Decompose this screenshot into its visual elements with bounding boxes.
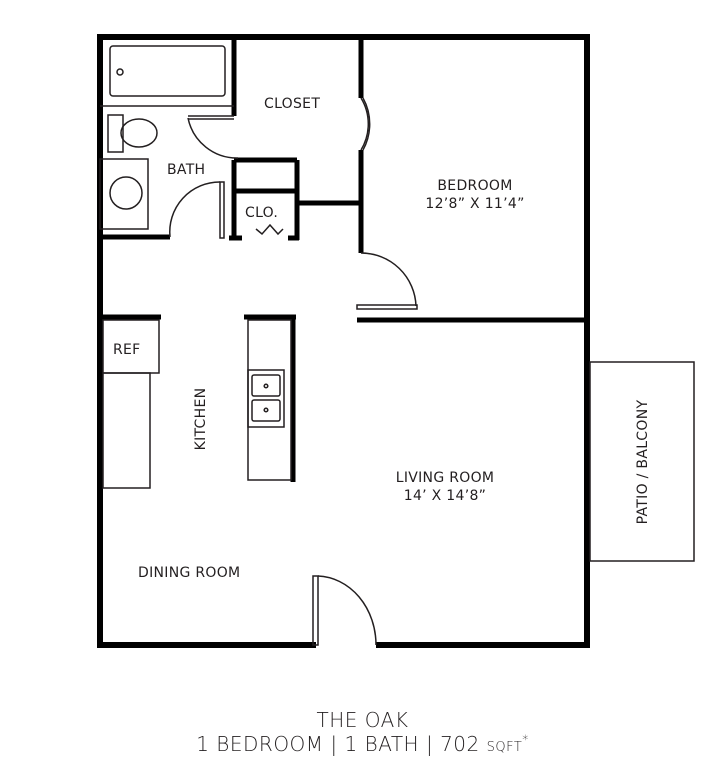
bedroom-label: BEDROOM xyxy=(437,178,513,194)
kitchen-sink xyxy=(247,369,285,428)
interior-walls xyxy=(100,37,590,482)
separator: | xyxy=(330,732,338,756)
floor-plan-drawing xyxy=(97,34,695,648)
bath-label: BATH xyxy=(167,162,206,178)
square-footage: 702 xyxy=(440,732,480,756)
kitchen-label: KITCHEN xyxy=(193,387,209,451)
bedroom-label-group: BEDROOM 12’8” X 11’4” xyxy=(405,177,545,213)
living-room-dimensions: 14’ X 14’8” xyxy=(403,488,487,504)
dining-room-label: DINING ROOM xyxy=(138,565,241,581)
ref-label: REF xyxy=(113,342,141,358)
fixtures xyxy=(99,45,695,646)
bath-count: 1 BATH xyxy=(344,732,420,756)
separator: | xyxy=(425,732,434,756)
plan-name: THE OAK xyxy=(316,708,409,732)
toilet-tank xyxy=(107,114,124,153)
plan-summary: 1 BEDROOM | 1 BATH | 702 SQFT* xyxy=(0,732,725,756)
bath-sink xyxy=(109,176,143,210)
left-counter xyxy=(102,372,151,489)
exterior-walls xyxy=(97,34,590,648)
closet-label: CLOSET xyxy=(264,96,321,112)
living-room-label-group: LIVING ROOM 14’ X 14’8” xyxy=(370,469,520,505)
living-room-label: LIVING ROOM xyxy=(395,470,495,486)
bedroom-count: 1 BEDROOM xyxy=(196,732,324,756)
bedroom-dimensions: 12’8” X 11’4” xyxy=(425,196,525,212)
bath-vanity xyxy=(99,158,149,230)
patio-outline xyxy=(589,361,695,562)
plan-title-block: THE OAK 1 BEDROOM | 1 BATH | 702 SQFT* xyxy=(0,708,725,756)
toilet-bowl xyxy=(120,118,158,148)
clo-label: CLO. xyxy=(245,205,279,221)
sqft-unit: SQFT xyxy=(486,740,523,755)
footnote-asterisk: * xyxy=(522,732,529,747)
patio-label: PATIO / BALCONY xyxy=(635,399,651,525)
bathtub xyxy=(109,45,226,97)
